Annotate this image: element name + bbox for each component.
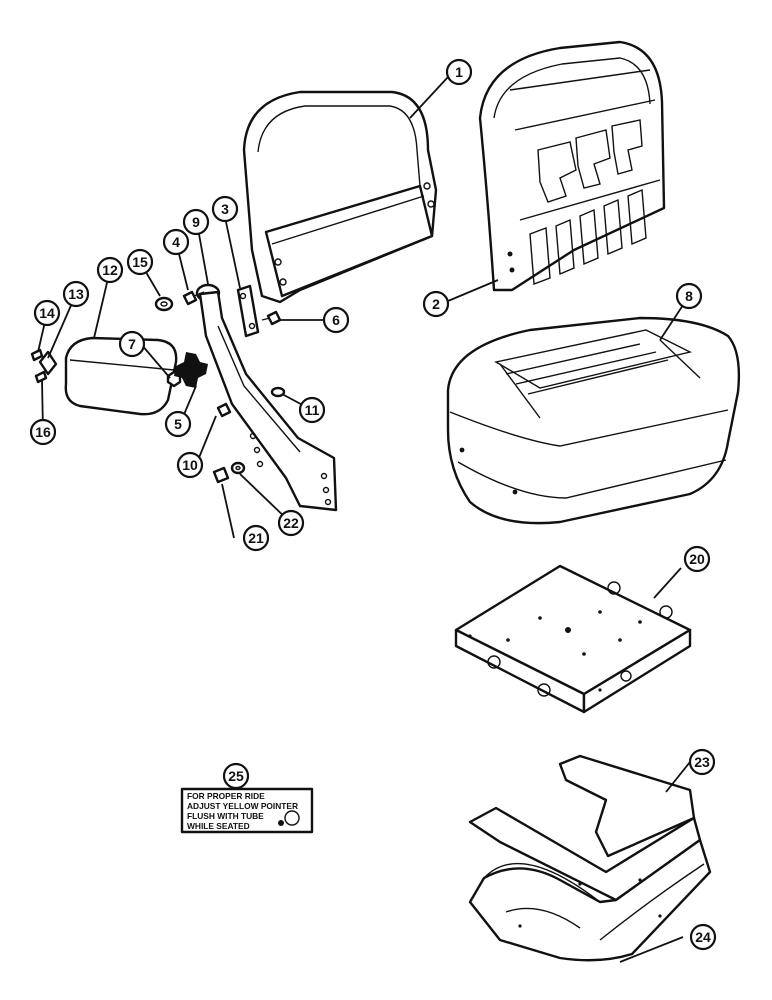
bolt-6 <box>261 310 282 326</box>
callout-label-11: 11 <box>305 402 320 418</box>
bolt-4 <box>182 290 205 306</box>
callout-24: 24 <box>689 923 717 951</box>
callout-label-1: 1 <box>455 64 463 80</box>
callout-9: 9 <box>182 208 210 236</box>
callout-label-15: 15 <box>132 254 148 270</box>
callout-label-14: 14 <box>39 305 55 321</box>
nut-11 <box>270 386 286 398</box>
pad-bracket-plate <box>38 350 58 376</box>
callout-label-10: 10 <box>182 457 198 473</box>
washer-15 <box>154 296 174 312</box>
callout-4: 4 <box>162 228 190 256</box>
decal-line-2: ADJUST YELLOW POINTER <box>187 801 298 811</box>
callout-label-22: 22 <box>283 515 299 531</box>
armrest-pad <box>64 336 178 416</box>
decal-line-1: FOR PROPER RIDE <box>187 791 265 801</box>
callout-label-9: 9 <box>192 214 200 230</box>
callout-20: 20 <box>683 545 711 573</box>
callout-3: 3 <box>211 195 239 223</box>
callout-11: 11 <box>298 396 326 424</box>
callout-7: 7 <box>118 330 146 358</box>
callout-8: 8 <box>675 282 703 310</box>
callout-14: 14 <box>33 299 61 327</box>
callout-label-21: 21 <box>248 530 264 546</box>
callout-5: 5 <box>164 410 192 438</box>
callout-label-2: 2 <box>432 296 440 312</box>
callout-label-5: 5 <box>174 416 182 432</box>
knob-5 <box>174 352 208 388</box>
seat-decal: FOR PROPER RIDE ADJUST YELLOW POINTER FL… <box>180 787 314 834</box>
callout-label-12: 12 <box>102 262 118 278</box>
bolt-10 <box>216 402 232 418</box>
callout-label-3: 3 <box>221 201 229 217</box>
callout-16: 16 <box>29 418 57 446</box>
callout-label-20: 20 <box>689 551 705 567</box>
callout-22: 22 <box>277 509 305 537</box>
callout-13: 13 <box>62 280 90 308</box>
callout-23: 23 <box>688 748 716 776</box>
suspension-boot <box>468 754 712 962</box>
backrest-frame <box>242 90 438 304</box>
screw-14 <box>30 348 44 362</box>
backrest-cushion <box>478 40 666 292</box>
decal-line-4: WHILE SEATED <box>187 821 250 831</box>
callout-6: 6 <box>322 306 350 334</box>
callout-25: 25 <box>222 762 250 790</box>
seat-cushion <box>446 316 741 525</box>
callout-label-23: 23 <box>694 754 710 770</box>
callout-15: 15 <box>126 248 154 276</box>
armrest-bracket <box>195 283 338 512</box>
bolt-21 <box>212 466 230 484</box>
callout-label-6: 6 <box>332 312 340 328</box>
suspension-plate <box>454 564 692 714</box>
callout-label-7: 7 <box>128 336 136 352</box>
callout-21: 21 <box>242 524 270 552</box>
callout-label-24: 24 <box>695 929 711 945</box>
callout-10: 10 <box>176 451 204 479</box>
callout-label-25: 25 <box>228 768 244 784</box>
callout-1: 1 <box>445 58 473 86</box>
decal-line-3: FLUSH WITH TUBE <box>187 811 264 821</box>
callout-label-16: 16 <box>35 424 51 440</box>
callout-label-4: 4 <box>172 234 180 250</box>
callout-2: 2 <box>422 290 450 318</box>
link-plate <box>236 284 260 338</box>
callout-12: 12 <box>96 256 124 284</box>
callout-label-8: 8 <box>685 288 693 304</box>
callout-label-13: 13 <box>68 286 84 302</box>
washer-22 <box>230 461 246 475</box>
screw-16 <box>34 370 48 384</box>
